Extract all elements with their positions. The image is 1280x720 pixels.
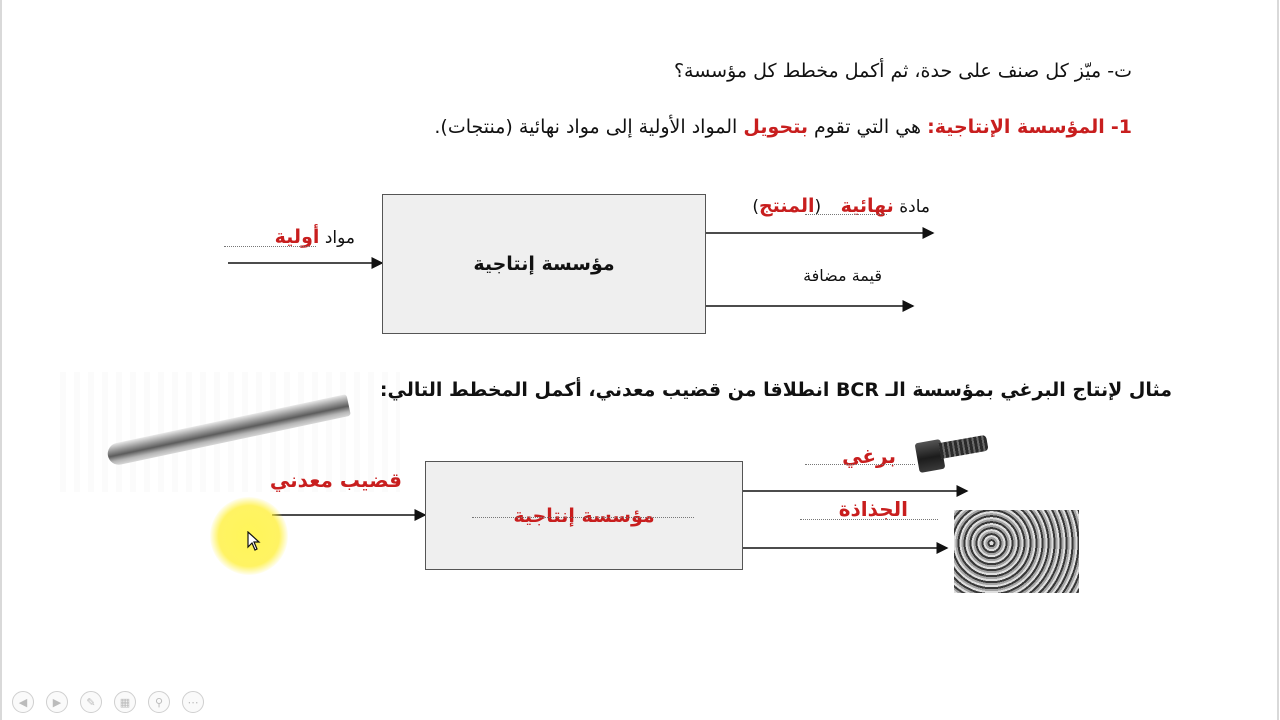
diagram1-output1-paren-answer: المنتج xyxy=(758,195,815,217)
diagram2-output1-dots xyxy=(805,464,915,465)
diagram1-paren-close: ) xyxy=(752,197,759,217)
diagram2-output2-dots xyxy=(800,519,938,520)
more-icon[interactable]: ⋯ xyxy=(182,691,204,713)
diagram2-box: مؤسسة إنتاجية xyxy=(425,461,743,570)
next-icon[interactable]: ▶ xyxy=(46,691,68,713)
diagram1-input-answer: أولية xyxy=(274,226,320,248)
diagram2-output2-answer: الجذاذة xyxy=(838,497,908,521)
diagram1-output1-label: مادة xyxy=(899,197,930,217)
diagram1-output1-dots xyxy=(805,214,887,215)
definition-text-b: المواد الأولية إلى مواد نهائية (منتجات). xyxy=(434,116,744,138)
diagram1-input-text: مواد أولية xyxy=(275,226,355,248)
diagram2-input-answer: قضيب معدني xyxy=(269,468,402,492)
definition-number: 1- xyxy=(1110,116,1132,138)
example-line: مثال لإنتاج البرغي بمؤسسة الـ BCR انطلاق… xyxy=(379,379,1172,401)
prev-icon[interactable]: ◀ xyxy=(12,691,34,713)
diagram2-box-dots xyxy=(472,517,694,518)
diagram1-output1-text: مادة نهائية (المنتج) xyxy=(752,195,930,217)
diagram1-output2-label: قيمة مضافة xyxy=(803,266,882,285)
zoom-icon[interactable]: ⚲ xyxy=(148,691,170,713)
diagram1-input-dots xyxy=(224,246,316,247)
metal-shavings-image xyxy=(954,510,1079,593)
slide-left-edge xyxy=(0,0,2,720)
diagram1-box-label: مؤسسة إنتاجية xyxy=(473,253,615,275)
pen-icon[interactable]: ✎ xyxy=(80,691,102,713)
slide-right-edge xyxy=(1277,0,1279,720)
definition-term: المؤسسة الإنتاجية: xyxy=(927,116,1105,138)
diagram2-box-answer: مؤسسة إنتاجية xyxy=(513,504,655,527)
slides-icon[interactable]: ▦ xyxy=(114,691,136,713)
diagram1-box: مؤسسة إنتاجية xyxy=(382,194,706,334)
question-line: ت- ميّز كل صنف على حدة، ثم أكمل مخطط كل … xyxy=(673,60,1132,82)
diagram1-input-label: مواد xyxy=(324,228,355,248)
definition-verb: بتحويل xyxy=(743,116,808,138)
mouse-pointer-icon xyxy=(247,531,261,551)
definition-text-a: هي التي تقوم xyxy=(807,116,922,138)
diagram1-paren-open: ( xyxy=(814,197,822,217)
definition-line: 1- المؤسسة الإنتاجية: هي التي تقوم بتحوي… xyxy=(434,116,1132,138)
diagram1-output1-answer: نهائية xyxy=(840,195,894,217)
